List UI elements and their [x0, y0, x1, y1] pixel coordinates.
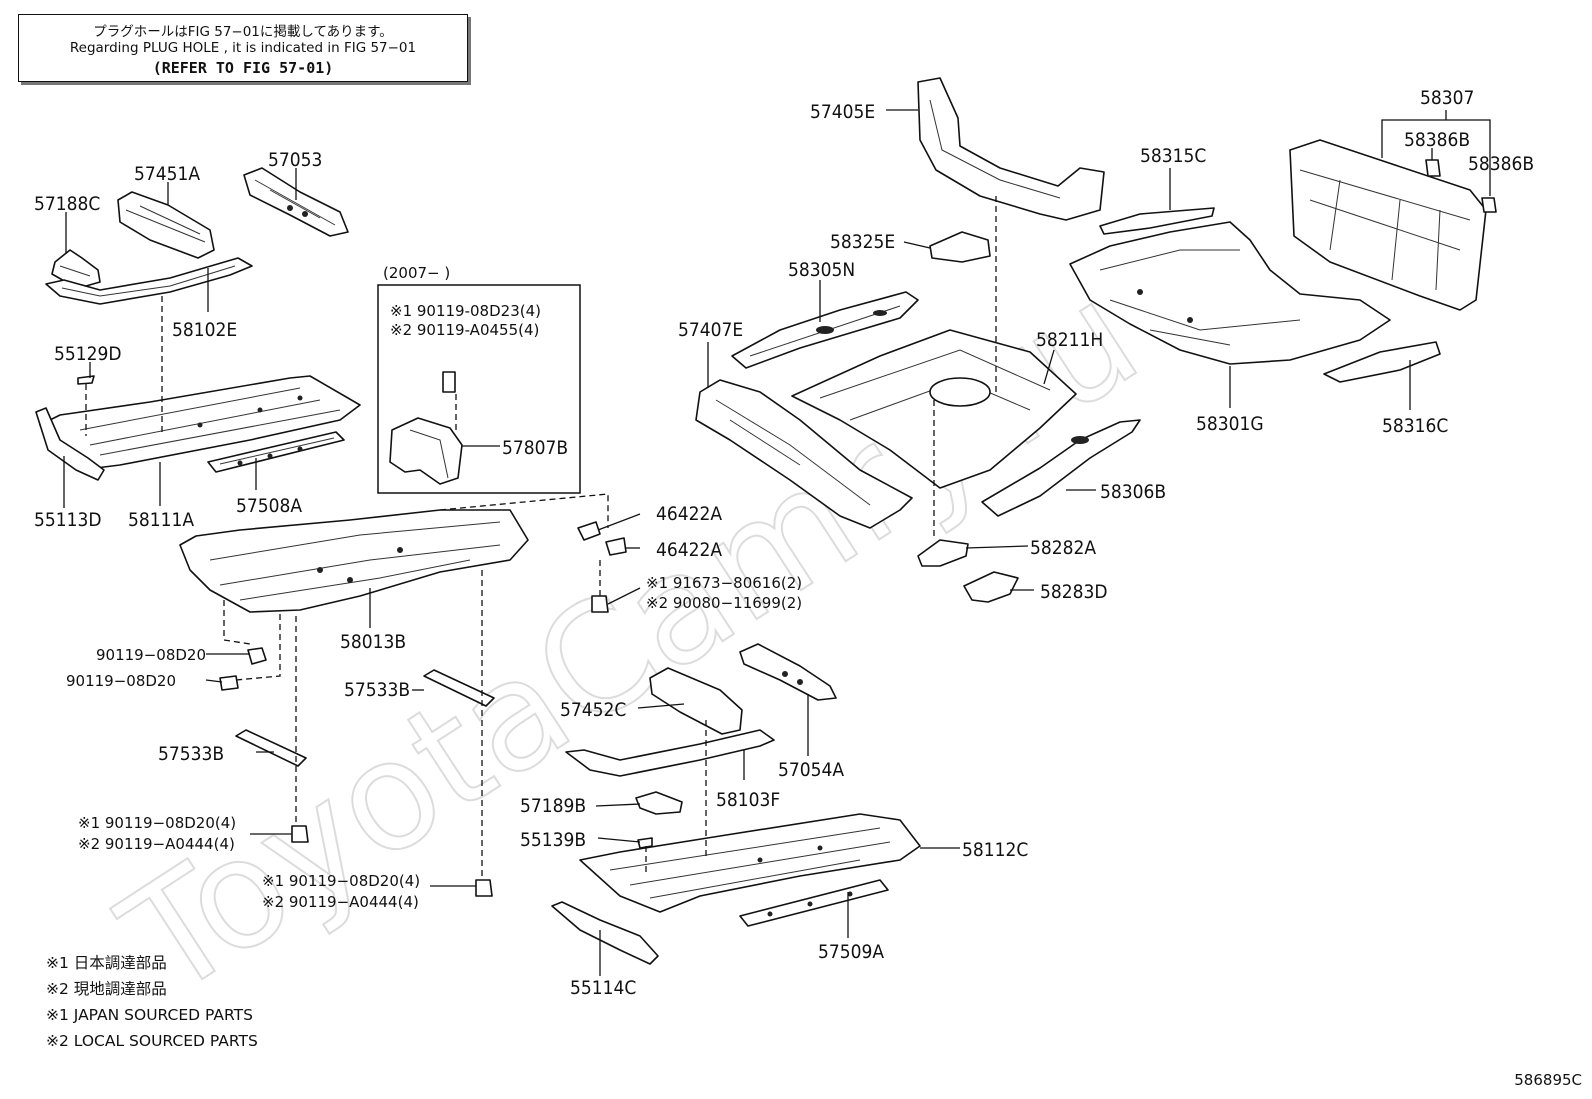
label-90119-08D20-a: 90119−08D20 [96, 646, 206, 664]
part-58307 [1289, 139, 1487, 311]
part-57405E [917, 77, 1105, 221]
footnote-2: ※2 現地調達部品 [46, 980, 167, 998]
part-57452C [649, 667, 743, 735]
part-57407E [695, 379, 913, 529]
label-58306B: 58306B [1100, 481, 1166, 503]
label-58325E: 58325E [830, 231, 895, 253]
part-58111A [39, 375, 361, 471]
bolt-lower-center [475, 879, 493, 897]
part-58325E [929, 231, 991, 263]
label-57188C: 57188C [34, 193, 100, 215]
part-57053 [243, 167, 349, 237]
label-55113D: 55113D [34, 509, 102, 531]
part-55113D [35, 407, 105, 481]
label-58307: 58307 [1420, 87, 1474, 109]
dashed-guide-lines [85, 196, 997, 880]
label-57407E: 57407E [678, 319, 743, 341]
part-58315C [1099, 207, 1215, 235]
part-58283D [963, 571, 1019, 603]
label-58301G: 58301G [1196, 413, 1264, 435]
label-90080: ※2 90080−11699(2) [646, 594, 802, 612]
note-line-english: Regarding PLUG HOLE , it is indicated in… [69, 40, 417, 56]
label-58386B-right: 58386B [1468, 153, 1534, 175]
inset-title: (2007− ) [383, 264, 450, 282]
label-57509A: 57509A [818, 941, 884, 963]
part-57451A [117, 191, 215, 259]
part-57188C [51, 249, 101, 287]
label-57054A: 57054A [778, 759, 844, 781]
part-58013B [179, 509, 529, 613]
label-58013B: 58013B [340, 631, 406, 653]
part-57533B-center [423, 669, 495, 707]
footnote-3: ※1 JAPAN SOURCED PARTS [46, 1006, 253, 1024]
label-55129D: 55129D [54, 343, 122, 365]
label-center-ref-1: ※1 90119−08D20(4) [262, 872, 420, 890]
part-58316C [1323, 341, 1441, 383]
part-57508A [207, 431, 345, 473]
note-refer-line: (REFER TO FIG 57-01) [152, 59, 334, 77]
part-58282A [917, 539, 969, 567]
inset-ref-2: ※2 90119-A0455(4) [390, 321, 539, 339]
label-57189B: 57189B [520, 795, 586, 817]
label-57452C: 57452C [560, 699, 626, 721]
part-46422A [577, 521, 627, 613]
label-57451A: 57451A [134, 163, 200, 185]
label-57053: 57053 [268, 149, 322, 171]
part-58103F [565, 729, 775, 777]
part-90119-08D20-bolt-1 [247, 647, 267, 665]
part-57533B-left [235, 729, 307, 767]
label-55114C: 55114C [570, 977, 636, 999]
part-90119-08D20-bolt-2 [219, 675, 239, 691]
footnote-4: ※2 LOCAL SOURCED PARTS [46, 1032, 258, 1050]
label-46422A-bottom: 46422A [656, 539, 722, 561]
label-58386B-left: 58386B [1404, 129, 1470, 151]
label-58102E: 58102E [172, 319, 237, 341]
label-57533B-left: 57533B [158, 743, 224, 765]
leader-lines [63, 109, 1491, 976]
part-57509A [739, 879, 889, 927]
part-55139B [637, 837, 653, 849]
footnote-1: ※1 日本調達部品 [46, 954, 167, 972]
plug-hole-note: プラグホールはFIG 57−01に掲載してあります。 Regarding PLU… [18, 14, 468, 82]
part-58306B [981, 419, 1141, 517]
sourcing-footnotes: ※1 日本調達部品 ※2 現地調達部品 ※1 JAPAN SOURCED PAR… [46, 950, 258, 1054]
label-57807B: 57807B [502, 437, 568, 459]
label-58305N: 58305N [788, 259, 855, 281]
part-55129D [77, 375, 95, 385]
label-57508A: 57508A [236, 495, 302, 517]
part-58112C [579, 813, 921, 913]
part-55114C [551, 901, 659, 965]
label-center-ref-2: ※2 90119−A0444(4) [262, 893, 419, 911]
label-58315C: 58315C [1140, 145, 1206, 167]
part-58211H [791, 329, 1077, 489]
inset-ref-1: ※1 90119-08D23(4) [390, 302, 541, 320]
label-58111A: 58111A [128, 509, 194, 531]
part-58102E [45, 257, 253, 305]
figure-number: 586895C [1514, 1071, 1582, 1089]
part-58301G [1069, 221, 1391, 365]
inset-box [377, 284, 581, 494]
label-58112C: 58112C [962, 839, 1028, 861]
label-left-ref-2: ※2 90119−A0444(4) [78, 835, 235, 853]
part-57054A [739, 643, 837, 701]
label-58211H: 58211H [1036, 329, 1103, 351]
label-57533B-center: 57533B [344, 679, 410, 701]
label-55139B: 55139B [520, 829, 586, 851]
bolt-lower-left [291, 825, 309, 843]
note-line-japanese: プラグホールはFIG 57−01に掲載してあります。 [93, 24, 393, 40]
label-58283D: 58283D [1040, 581, 1108, 603]
label-90119-08D20-b: 90119−08D20 [66, 672, 176, 690]
label-57405E: 57405E [810, 101, 875, 123]
label-46422A-top: 46422A [656, 503, 722, 525]
label-58316C: 58316C [1382, 415, 1448, 437]
part-57807B [389, 371, 463, 485]
part-58386B [1425, 159, 1497, 213]
label-58103F: 58103F [716, 789, 780, 811]
label-91673: ※1 91673−80616(2) [646, 574, 802, 592]
label-58282A: 58282A [1030, 537, 1096, 559]
label-left-ref-1: ※1 90119−08D20(4) [78, 814, 236, 832]
part-57189B [635, 791, 683, 815]
part-58305N [731, 291, 919, 369]
